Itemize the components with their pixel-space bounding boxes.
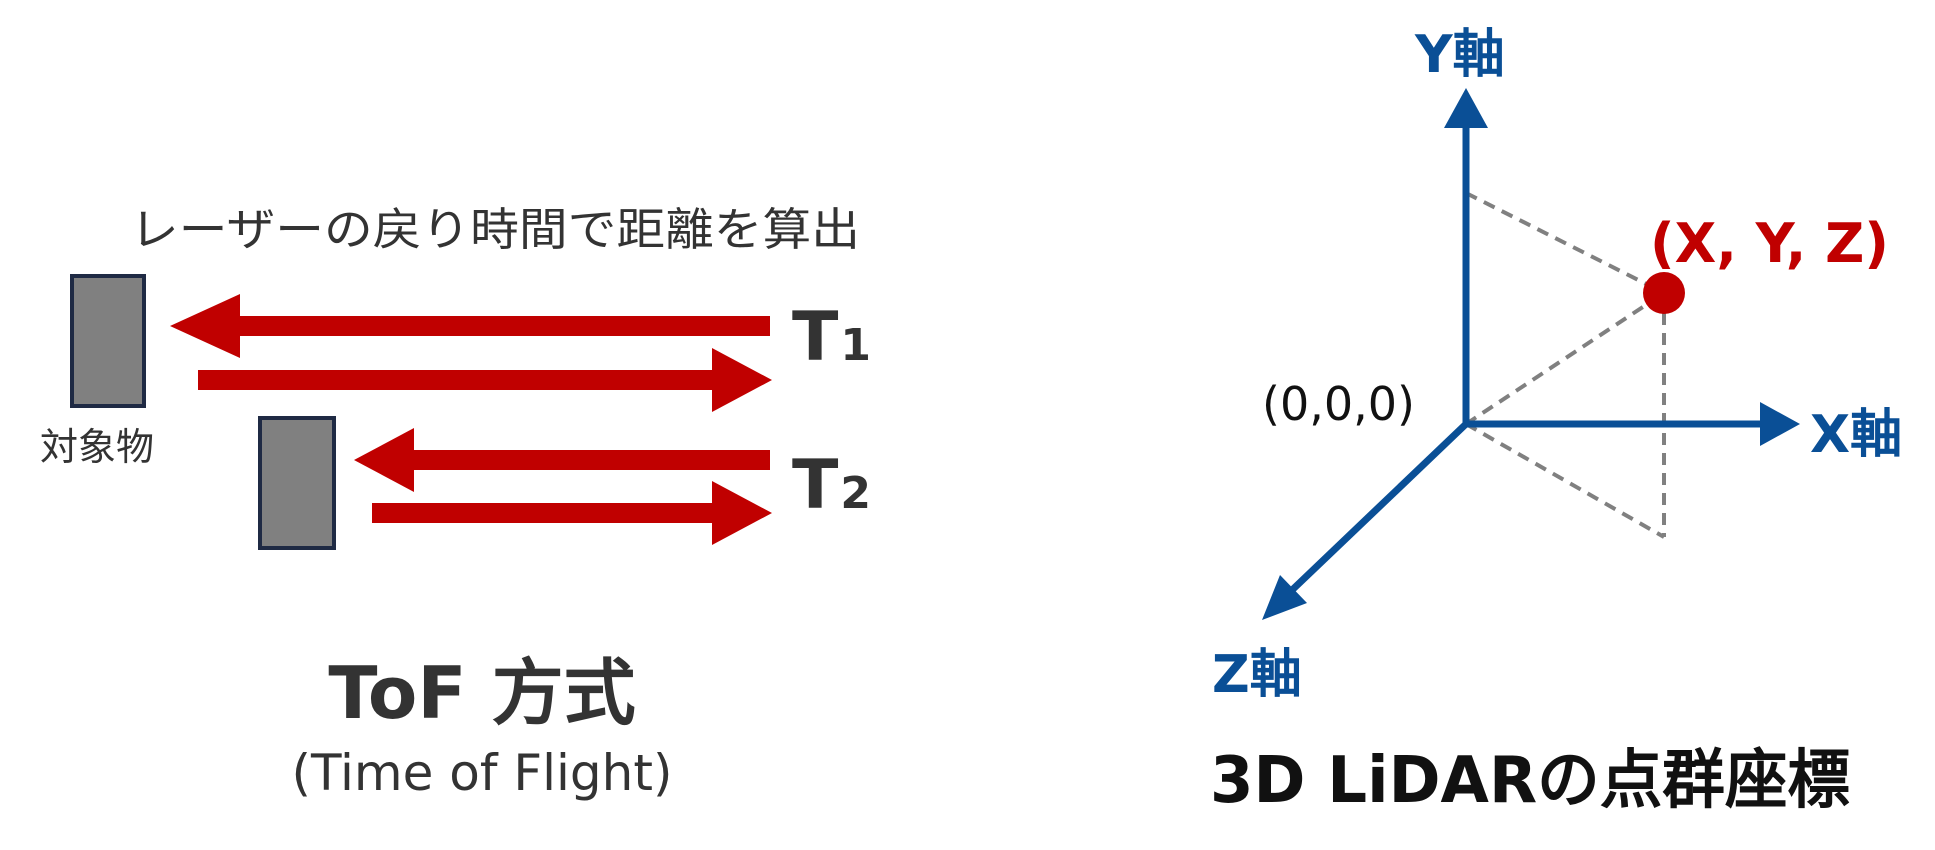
projection-guides [1464,191,1666,539]
laser-arrow-out-1 [170,294,770,358]
origin-label: (0,0,0) [1262,377,1415,431]
y-axis-label: Y軸 [1414,25,1505,85]
laser-arrow-return-1 [198,348,772,412]
y-axis [1444,88,1488,424]
target-object-far [258,416,336,550]
object-label: 対象物 [40,425,154,469]
z-axis [1262,421,1469,620]
lidar-title: 3D LiDARの点群座標 [1210,744,1850,818]
z-axis-label: Z軸 [1212,645,1302,705]
lidar-panel: Y軸 X軸 Z軸 (0,0,0) (X, Y, Z) 3D LiDARの点群座標 [1210,25,1902,818]
t1-label: T1 [792,298,871,377]
laser-arrow-out-2 [354,428,770,492]
t2-label: T2 [792,446,871,525]
tof-panel: レーザーの戻り時間で距離を算出 対象物 T1 T2 ToF 方式 (T [40,203,871,802]
tof-title: ToF 方式 [328,651,635,735]
point-marker [1643,272,1685,314]
x-axis-label: X軸 [1810,405,1902,465]
tof-caption: レーザーの戻り時間で距離を算出 [130,203,860,256]
tof-subtitle: (Time of Flight) [292,744,673,802]
point-label: (X, Y, Z) [1650,212,1889,275]
target-object-near [70,274,146,408]
x-axis [1466,402,1800,446]
laser-arrow-return-2 [372,481,772,545]
